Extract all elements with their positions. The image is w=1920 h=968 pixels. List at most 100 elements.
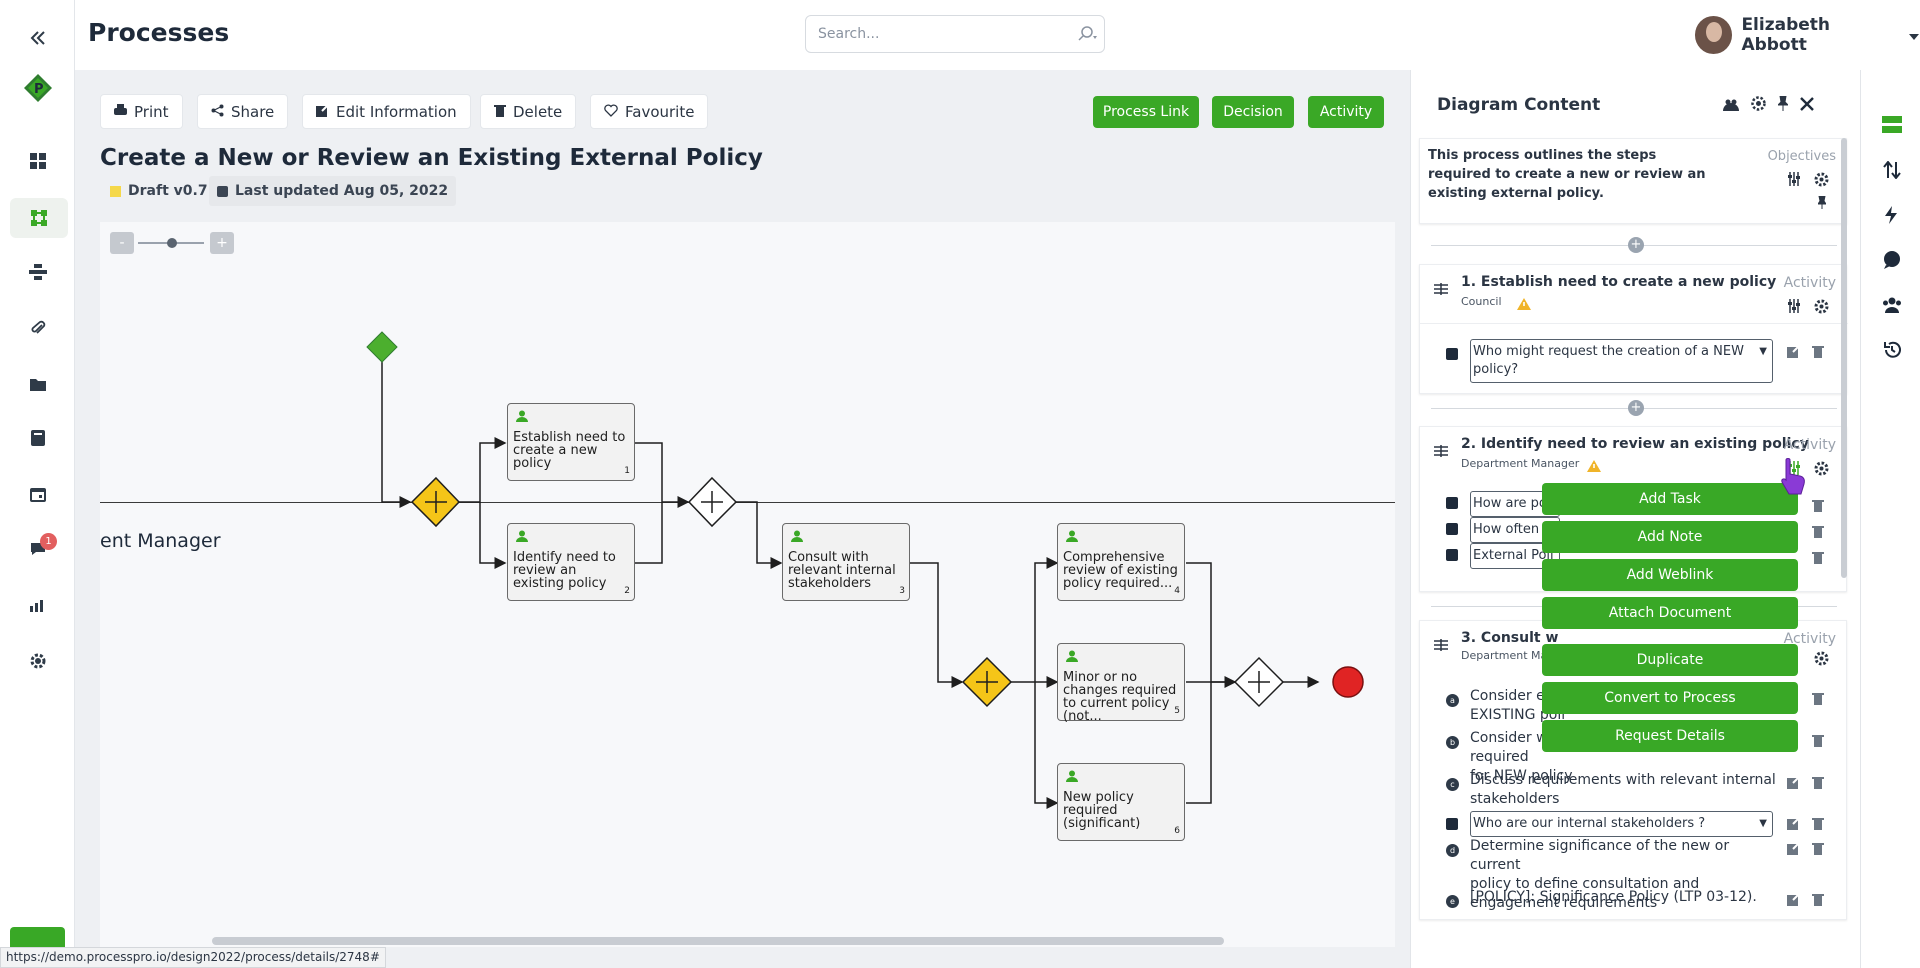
trash-icon[interactable] — [1812, 345, 1824, 361]
card-divider — [1420, 323, 1848, 324]
draft-label: Draft v0.7 — [128, 183, 208, 199]
trash-icon[interactable] — [1812, 817, 1824, 833]
gear-icon[interactable] — [1814, 651, 1829, 669]
content-panel-icon[interactable] — [1881, 114, 1903, 136]
history-icon[interactable] — [1881, 339, 1903, 361]
collapse-icon[interactable] — [20, 20, 56, 56]
add-item-button[interactable]: + — [1628, 400, 1644, 416]
trash-icon[interactable] — [1812, 893, 1824, 909]
user-cog-icon[interactable] — [1751, 96, 1766, 115]
heart-icon — [604, 103, 618, 121]
favourite-button[interactable]: Favourite — [590, 94, 709, 129]
parallel-gateway-1[interactable] — [410, 476, 461, 528]
app-logo[interactable]: P — [20, 70, 56, 106]
task-node[interactable]: New policy required (significant)6 — [1057, 763, 1185, 841]
search-icon[interactable] — [1076, 25, 1098, 47]
menu-add-weblink[interactable]: Add Weblink — [1542, 559, 1798, 591]
flash-icon[interactable] — [1881, 204, 1903, 226]
menu-attach-document[interactable]: Attach Document — [1542, 597, 1798, 629]
panel-scrollbar[interactable] — [1841, 138, 1847, 578]
menu-request-details[interactable]: Request Details — [1542, 720, 1798, 752]
menu-add-note[interactable]: Add Note — [1542, 521, 1798, 553]
edit-icon[interactable] — [1787, 893, 1800, 909]
activity-button[interactable]: Activity — [1308, 96, 1384, 128]
edit-icon[interactable] — [1787, 817, 1800, 833]
sort-icon[interactable] — [1881, 159, 1903, 181]
task-label: Minor or no changes required to current … — [1063, 670, 1177, 724]
book-icon[interactable] — [20, 420, 56, 456]
parallel-gateway-2[interactable] — [687, 476, 738, 528]
task-node[interactable]: Consult with relevant internal stakehold… — [782, 523, 910, 601]
trash-icon[interactable] — [1812, 842, 1824, 858]
parallel-gateway-3[interactable] — [961, 656, 1013, 708]
share-button[interactable]: Share — [197, 94, 289, 129]
drag-handle-icon[interactable] — [1434, 639, 1448, 654]
task-node[interactable]: Minor or no changes required to current … — [1057, 643, 1185, 724]
comment-icon[interactable] — [1881, 249, 1903, 271]
search-input[interactable]: Search... — [805, 15, 1105, 53]
user-menu[interactable]: Elizabeth Abbott — [1695, 15, 1920, 55]
menu-convert-to-process[interactable]: Convert to Process — [1542, 682, 1798, 714]
task-number: 5 — [1174, 706, 1180, 716]
task-node[interactable]: Identify need to review an existing poli… — [507, 523, 635, 601]
flow-connectors — [366, 331, 1364, 809]
task-number: 1 — [624, 466, 630, 476]
gear-icon[interactable] — [1814, 461, 1829, 479]
parallel-gateway-4[interactable] — [1233, 656, 1285, 708]
add-item-button[interactable]: + — [1628, 237, 1644, 253]
edit-icon[interactable] — [1787, 776, 1800, 792]
zoom-handle[interactable] — [167, 238, 177, 248]
decision-button[interactable]: Decision — [1212, 96, 1294, 128]
menu-add-task[interactable]: Add Task — [1542, 483, 1798, 515]
calendar-icon[interactable] — [20, 476, 56, 512]
zoom-control[interactable]: - + — [110, 232, 235, 256]
trash-icon[interactable] — [1812, 692, 1824, 708]
menu-duplicate[interactable]: Duplicate — [1542, 644, 1798, 676]
trash-icon[interactable] — [1812, 551, 1824, 567]
process-link-button[interactable]: Process Link — [1093, 96, 1199, 128]
reports-icon[interactable] — [20, 587, 56, 623]
diagram-canvas[interactable]: - + ent Manager Establish — [100, 222, 1395, 947]
note-dropdown[interactable]: Who are our internal stakeholders ?▼ — [1470, 811, 1773, 837]
status-bar-url: https://demo.processpro.io/design2022/pr… — [0, 947, 386, 968]
delete-button[interactable]: Delete — [480, 94, 577, 129]
page-title: Processes — [88, 18, 230, 47]
users-icon[interactable] — [1723, 96, 1739, 115]
processes-icon[interactable] — [10, 198, 68, 238]
drag-handle-icon[interactable] — [1434, 445, 1448, 460]
drag-handle-icon[interactable] — [1434, 283, 1448, 298]
trash-icon[interactable] — [1812, 499, 1824, 515]
dashboard-icon[interactable] — [20, 143, 56, 179]
pin-icon[interactable] — [1817, 195, 1827, 212]
zoom-out-button[interactable]: - — [110, 232, 134, 254]
start-event[interactable] — [366, 331, 398, 363]
team-icon[interactable] — [1881, 294, 1903, 316]
canvas-horizontal-scrollbar[interactable] — [212, 937, 1224, 945]
trash-icon[interactable] — [1812, 525, 1824, 541]
folder-icon[interactable] — [20, 366, 56, 402]
trash-icon[interactable] — [1812, 734, 1824, 750]
objective-card: This process outlines the steps required… — [1419, 138, 1847, 224]
zoom-in-button[interactable]: + — [210, 232, 234, 254]
end-event[interactable] — [1332, 666, 1364, 698]
settings-icon[interactable] — [20, 643, 56, 679]
gear-icon[interactable] — [1814, 299, 1829, 317]
edit-icon[interactable] — [1787, 345, 1800, 361]
sliders-icon[interactable] — [1787, 172, 1801, 189]
edit-icon[interactable] — [1787, 842, 1800, 858]
edit-icon — [316, 103, 329, 121]
sliders-icon[interactable] — [1787, 299, 1801, 316]
close-icon[interactable] — [1800, 96, 1814, 115]
org-chart-icon[interactable] — [20, 254, 56, 290]
attachment-icon[interactable] — [20, 310, 56, 346]
activity-role: Department Ma — [1461, 649, 1548, 662]
trash-icon[interactable] — [1812, 776, 1824, 792]
notification-badge: 1 — [40, 533, 57, 550]
gear-icon[interactable] — [1814, 172, 1829, 190]
pin-icon[interactable] — [1776, 95, 1790, 115]
task-node[interactable]: Comprehensive review of existing policy … — [1057, 523, 1185, 601]
edit-information-button[interactable]: Edit Information — [302, 94, 471, 129]
note-dropdown[interactable]: Who might request the creation of a NEW … — [1470, 339, 1773, 383]
print-button[interactable]: Print — [100, 94, 183, 129]
